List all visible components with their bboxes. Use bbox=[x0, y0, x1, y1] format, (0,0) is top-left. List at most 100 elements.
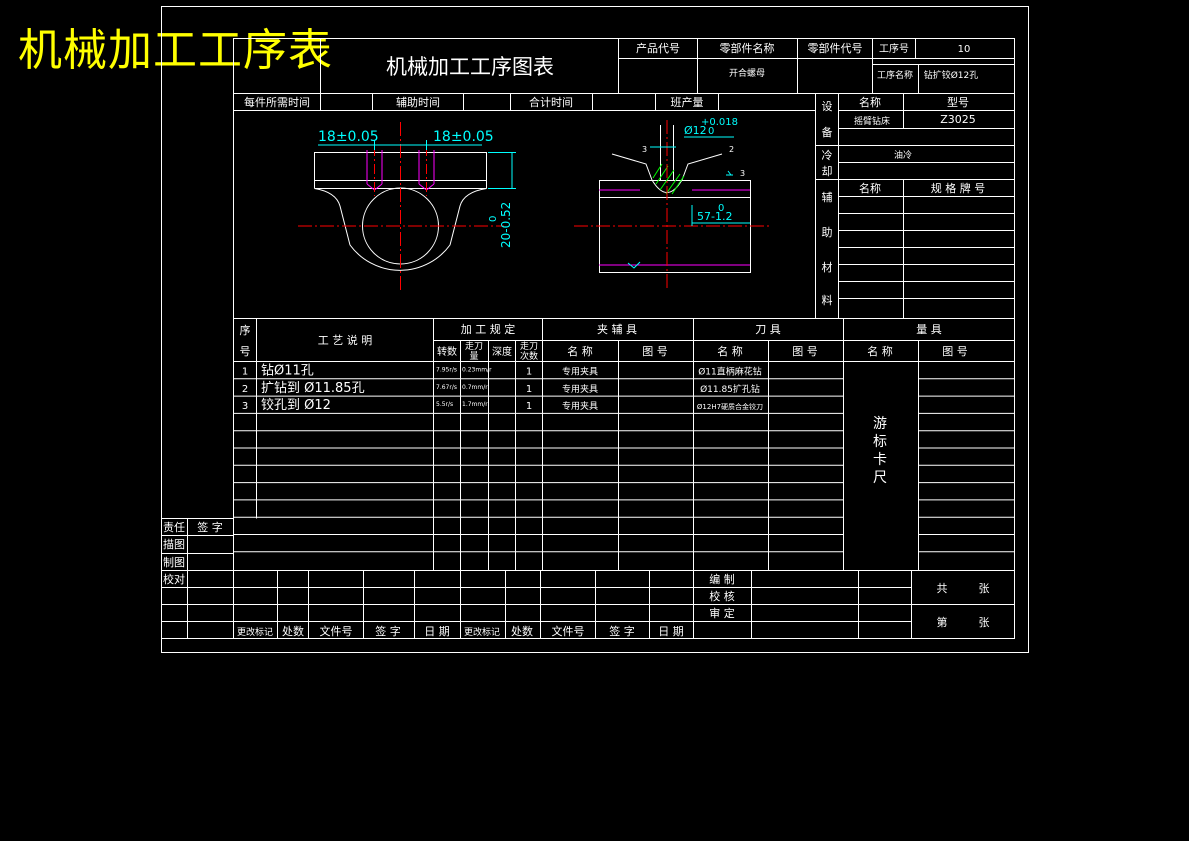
step-tool: Ø11直柄麻花钻 bbox=[698, 366, 762, 378]
passes-header-2: 次数 bbox=[520, 350, 538, 362]
aux-time-label: 辅助时间 bbox=[396, 95, 440, 109]
steps-header: 序 号 工 艺 说 明 加 工 规 定 夹 辅 具 刀 具 量 具 转数 走刀 … bbox=[240, 322, 968, 362]
step-no: 3 bbox=[242, 401, 248, 412]
feed-header-2: 量 bbox=[469, 351, 478, 362]
product-code-label: 产品代号 bbox=[636, 41, 680, 55]
step-tool: Ø12H7硬质合金铰刀 bbox=[697, 402, 763, 411]
part-name-label: 零部件名称 bbox=[720, 41, 775, 55]
step-tool: Ø11.85扩孔钻 bbox=[700, 383, 760, 395]
roughness-1: 2 bbox=[729, 145, 734, 154]
len-upper-tol: 0 bbox=[718, 203, 724, 214]
equipment-labels: 设 备 名称 型号 摇臂钻床 Z3025 冷 却 油冷 辅 助 材 料 名称 规… bbox=[822, 95, 986, 307]
desc-header: 工 艺 说 明 bbox=[318, 333, 373, 347]
page-sheets-label: 张 bbox=[979, 616, 990, 629]
fixture-header: 夹 辅 具 bbox=[597, 322, 637, 336]
dia-upper-tol: +0.018 bbox=[701, 117, 738, 128]
seq-char-2: 号 bbox=[240, 345, 251, 358]
aux-material-char-1: 辅 bbox=[822, 190, 833, 204]
form-title: 机械加工工序图表 bbox=[386, 55, 554, 79]
op-no-label: 工序号 bbox=[879, 42, 909, 55]
cooling-value: 油冷 bbox=[894, 149, 912, 161]
gauge-name-vertical: 游标卡尺 bbox=[873, 416, 887, 486]
step-speed: 7.95r/s bbox=[436, 367, 457, 374]
frame-lines bbox=[161, 6, 1029, 653]
step-fixture: 专用夹具 bbox=[562, 400, 598, 412]
reviewed-label: 校 核 bbox=[709, 589, 735, 603]
fixture-drawing-header: 图 号 bbox=[642, 345, 668, 358]
equipment-model-value: Z3025 bbox=[940, 113, 976, 126]
header-labels: 机械加工工序图表 产品代号 零部件名称 零部件代号 工序号 10 开合螺母 工序… bbox=[244, 41, 978, 109]
equipment-name-value: 摇臂钻床 bbox=[854, 115, 890, 127]
aux-material-char-2: 助 bbox=[822, 225, 833, 239]
responsible-label: 责任 bbox=[163, 521, 185, 534]
total-label: 共 bbox=[937, 582, 948, 595]
shift-output-label: 班产量 bbox=[671, 95, 704, 109]
signature-label: 签 字 bbox=[197, 520, 223, 534]
depth-header: 深度 bbox=[492, 345, 512, 358]
change-mark-label-2: 更改标记 bbox=[464, 626, 500, 638]
cooling-char-2: 却 bbox=[822, 165, 833, 178]
dim-height-upper: 0 bbox=[488, 216, 499, 222]
page-label: 第 bbox=[937, 615, 948, 629]
step-speed: 7.67r/s bbox=[436, 384, 457, 391]
places-label-1: 处数 bbox=[282, 625, 304, 638]
signature-block: 责任 签 字 描图 制图 校对 更改标记 处数 文件号 签 字 日 期 更改标记… bbox=[163, 520, 990, 638]
step-desc: 铰孔到 Ø12 bbox=[261, 398, 331, 413]
tool-drawing-header: 图 号 bbox=[792, 345, 818, 358]
op-name-value: 钻扩铰Ø12孔 bbox=[924, 69, 979, 81]
tool-name-header: 名 称 bbox=[717, 344, 743, 358]
step-desc: 扩钻到 Ø11.85孔 bbox=[261, 381, 365, 396]
change-mark-label-1: 更改标记 bbox=[237, 626, 273, 638]
step-passes: 1 bbox=[526, 401, 532, 412]
traced-label: 描图 bbox=[163, 537, 185, 551]
op-no-value: 10 bbox=[958, 44, 971, 55]
cooling-char-1: 冷 bbox=[822, 149, 833, 162]
step-fixture: 专用夹具 bbox=[562, 366, 598, 378]
dia-lower-tol: 0 bbox=[708, 126, 714, 137]
aux-material-char-3: 材 bbox=[822, 260, 833, 274]
fixture-name-header: 名 称 bbox=[567, 344, 593, 358]
date-label-1: 日 期 bbox=[424, 625, 450, 638]
total-time-label: 合计时间 bbox=[529, 95, 573, 109]
step-passes: 1 bbox=[526, 367, 532, 378]
file-no-label-1: 文件号 bbox=[320, 624, 353, 638]
tool-header: 刀 具 bbox=[755, 323, 781, 336]
gauge-drawing-header: 图 号 bbox=[942, 345, 968, 358]
part-code-label: 零部件代号 bbox=[808, 41, 863, 55]
equipment-char-2: 备 bbox=[822, 125, 833, 139]
gauge-header: 量 具 bbox=[916, 323, 942, 336]
proc-spec-header: 加 工 规 定 bbox=[461, 322, 516, 336]
step-speed: 5.5r/s bbox=[436, 401, 453, 408]
per-piece-time-label: 每件所需时间 bbox=[244, 95, 310, 109]
checked-label: 校对 bbox=[163, 572, 185, 586]
gauge-name-header: 名 称 bbox=[867, 344, 893, 358]
dim-height-label: 20-0.52 bbox=[499, 202, 513, 248]
right-view-drawing: +0.018 Ø12 0 0 57-1.2 2 3 3 bbox=[574, 117, 770, 290]
left-view-drawing: 18±0.05 18±0.05 20-0.52 0 bbox=[298, 122, 516, 292]
aux-name-label: 名称 bbox=[859, 181, 881, 195]
step-feed: 0.23mm/r bbox=[462, 367, 492, 374]
roughness-2: 3 bbox=[740, 169, 745, 178]
step-no: 2 bbox=[242, 384, 248, 395]
dia-label: Ø12 bbox=[684, 124, 707, 137]
part-name-value: 开合螺母 bbox=[729, 67, 765, 79]
approved-label: 审 定 bbox=[709, 606, 735, 620]
feed-header-1: 走刀 bbox=[465, 341, 483, 352]
date-label-2: 日 期 bbox=[658, 625, 684, 638]
equipment-char-1: 设 bbox=[822, 100, 833, 113]
aux-material-char-4: 料 bbox=[822, 293, 833, 307]
step-no: 1 bbox=[242, 367, 248, 378]
equipment-name-label: 名称 bbox=[859, 95, 881, 109]
step-feed: 0.7mm/r bbox=[462, 384, 488, 391]
passes-header-1: 走刀 bbox=[520, 341, 538, 352]
sign-label-1: 签 字 bbox=[375, 624, 401, 638]
overlay-title: 机械加工工序表 bbox=[18, 25, 333, 76]
dim-left-label: 18±0.05 bbox=[318, 129, 379, 145]
total-sheets-label: 张 bbox=[979, 582, 990, 595]
file-no-label-2: 文件号 bbox=[552, 624, 585, 638]
len-label: 57-1.2 bbox=[697, 210, 732, 223]
compiled-label: 编 制 bbox=[709, 572, 735, 586]
seq-char-1: 序 bbox=[240, 323, 251, 337]
